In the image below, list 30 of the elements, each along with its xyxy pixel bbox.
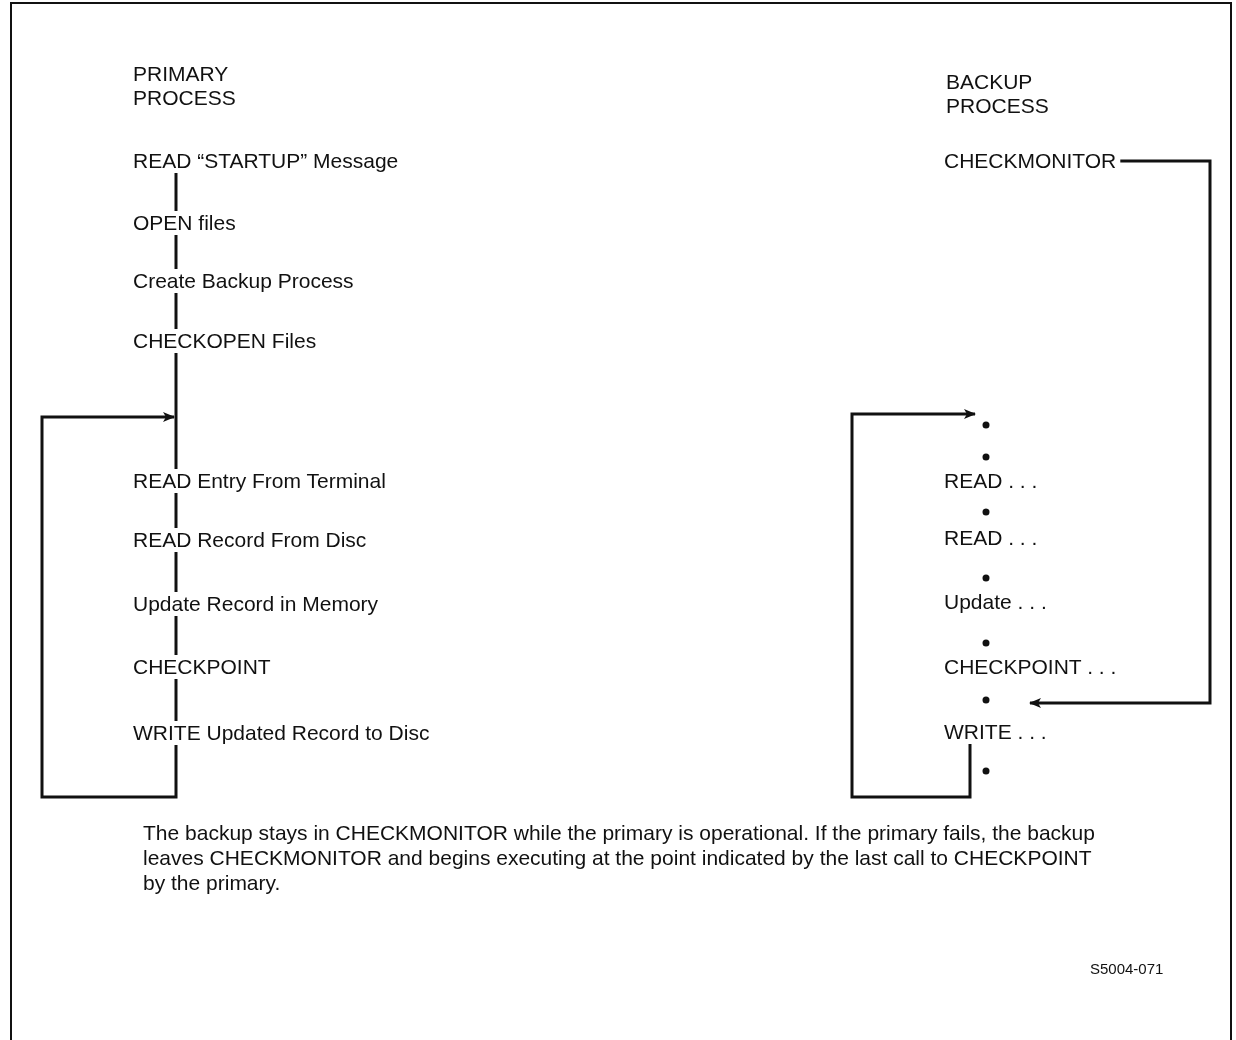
connector-line — [174, 679, 178, 721]
arrow — [850, 409, 976, 799]
step-label: CHECKPOINT . . . — [944, 655, 1117, 679]
step-label: WRITE . . . — [944, 720, 1047, 744]
connector-line — [174, 173, 178, 211]
figure-id: S5004-071 — [1090, 960, 1164, 978]
column-heading: BACKUP PROCESS — [946, 70, 1050, 118]
step-label: Update Record in Memory — [133, 592, 379, 616]
step-label: READ Entry From Terminal — [133, 469, 386, 493]
connector-line — [174, 353, 178, 469]
connector-line — [174, 293, 178, 329]
arrow — [40, 412, 178, 799]
connector-line — [174, 616, 178, 655]
caption: The backup stays in CHECKMONITOR while the primary is operational. If the primary fails, the backup leaves CHECKMONITOR and begins executing at the point indicated by the last call to CHECKPOINT by the primary. — [143, 820, 1096, 895]
connector-line — [174, 493, 178, 528]
connector-line — [174, 552, 178, 592]
step-label: CHECKMONITOR — [944, 149, 1117, 173]
step-label: READ “STARTUP” Message — [133, 149, 399, 173]
step-label: READ Record From Disc — [133, 528, 367, 552]
step-label: READ . . . — [944, 526, 1038, 550]
step-label: OPEN files — [133, 211, 236, 235]
step-label: Create Backup Process — [133, 269, 354, 293]
column-heading: PRIMARY PROCESS — [133, 62, 237, 110]
step-label: CHECKOPEN Files — [133, 329, 317, 353]
step-label: WRITE Updated Record to Disc — [133, 721, 430, 745]
step-label: READ . . . — [944, 469, 1038, 493]
step-label: CHECKPOINT — [133, 655, 271, 679]
step-label: Update . . . — [944, 590, 1047, 614]
arrow — [1029, 159, 1212, 708]
connector-line — [174, 235, 178, 269]
